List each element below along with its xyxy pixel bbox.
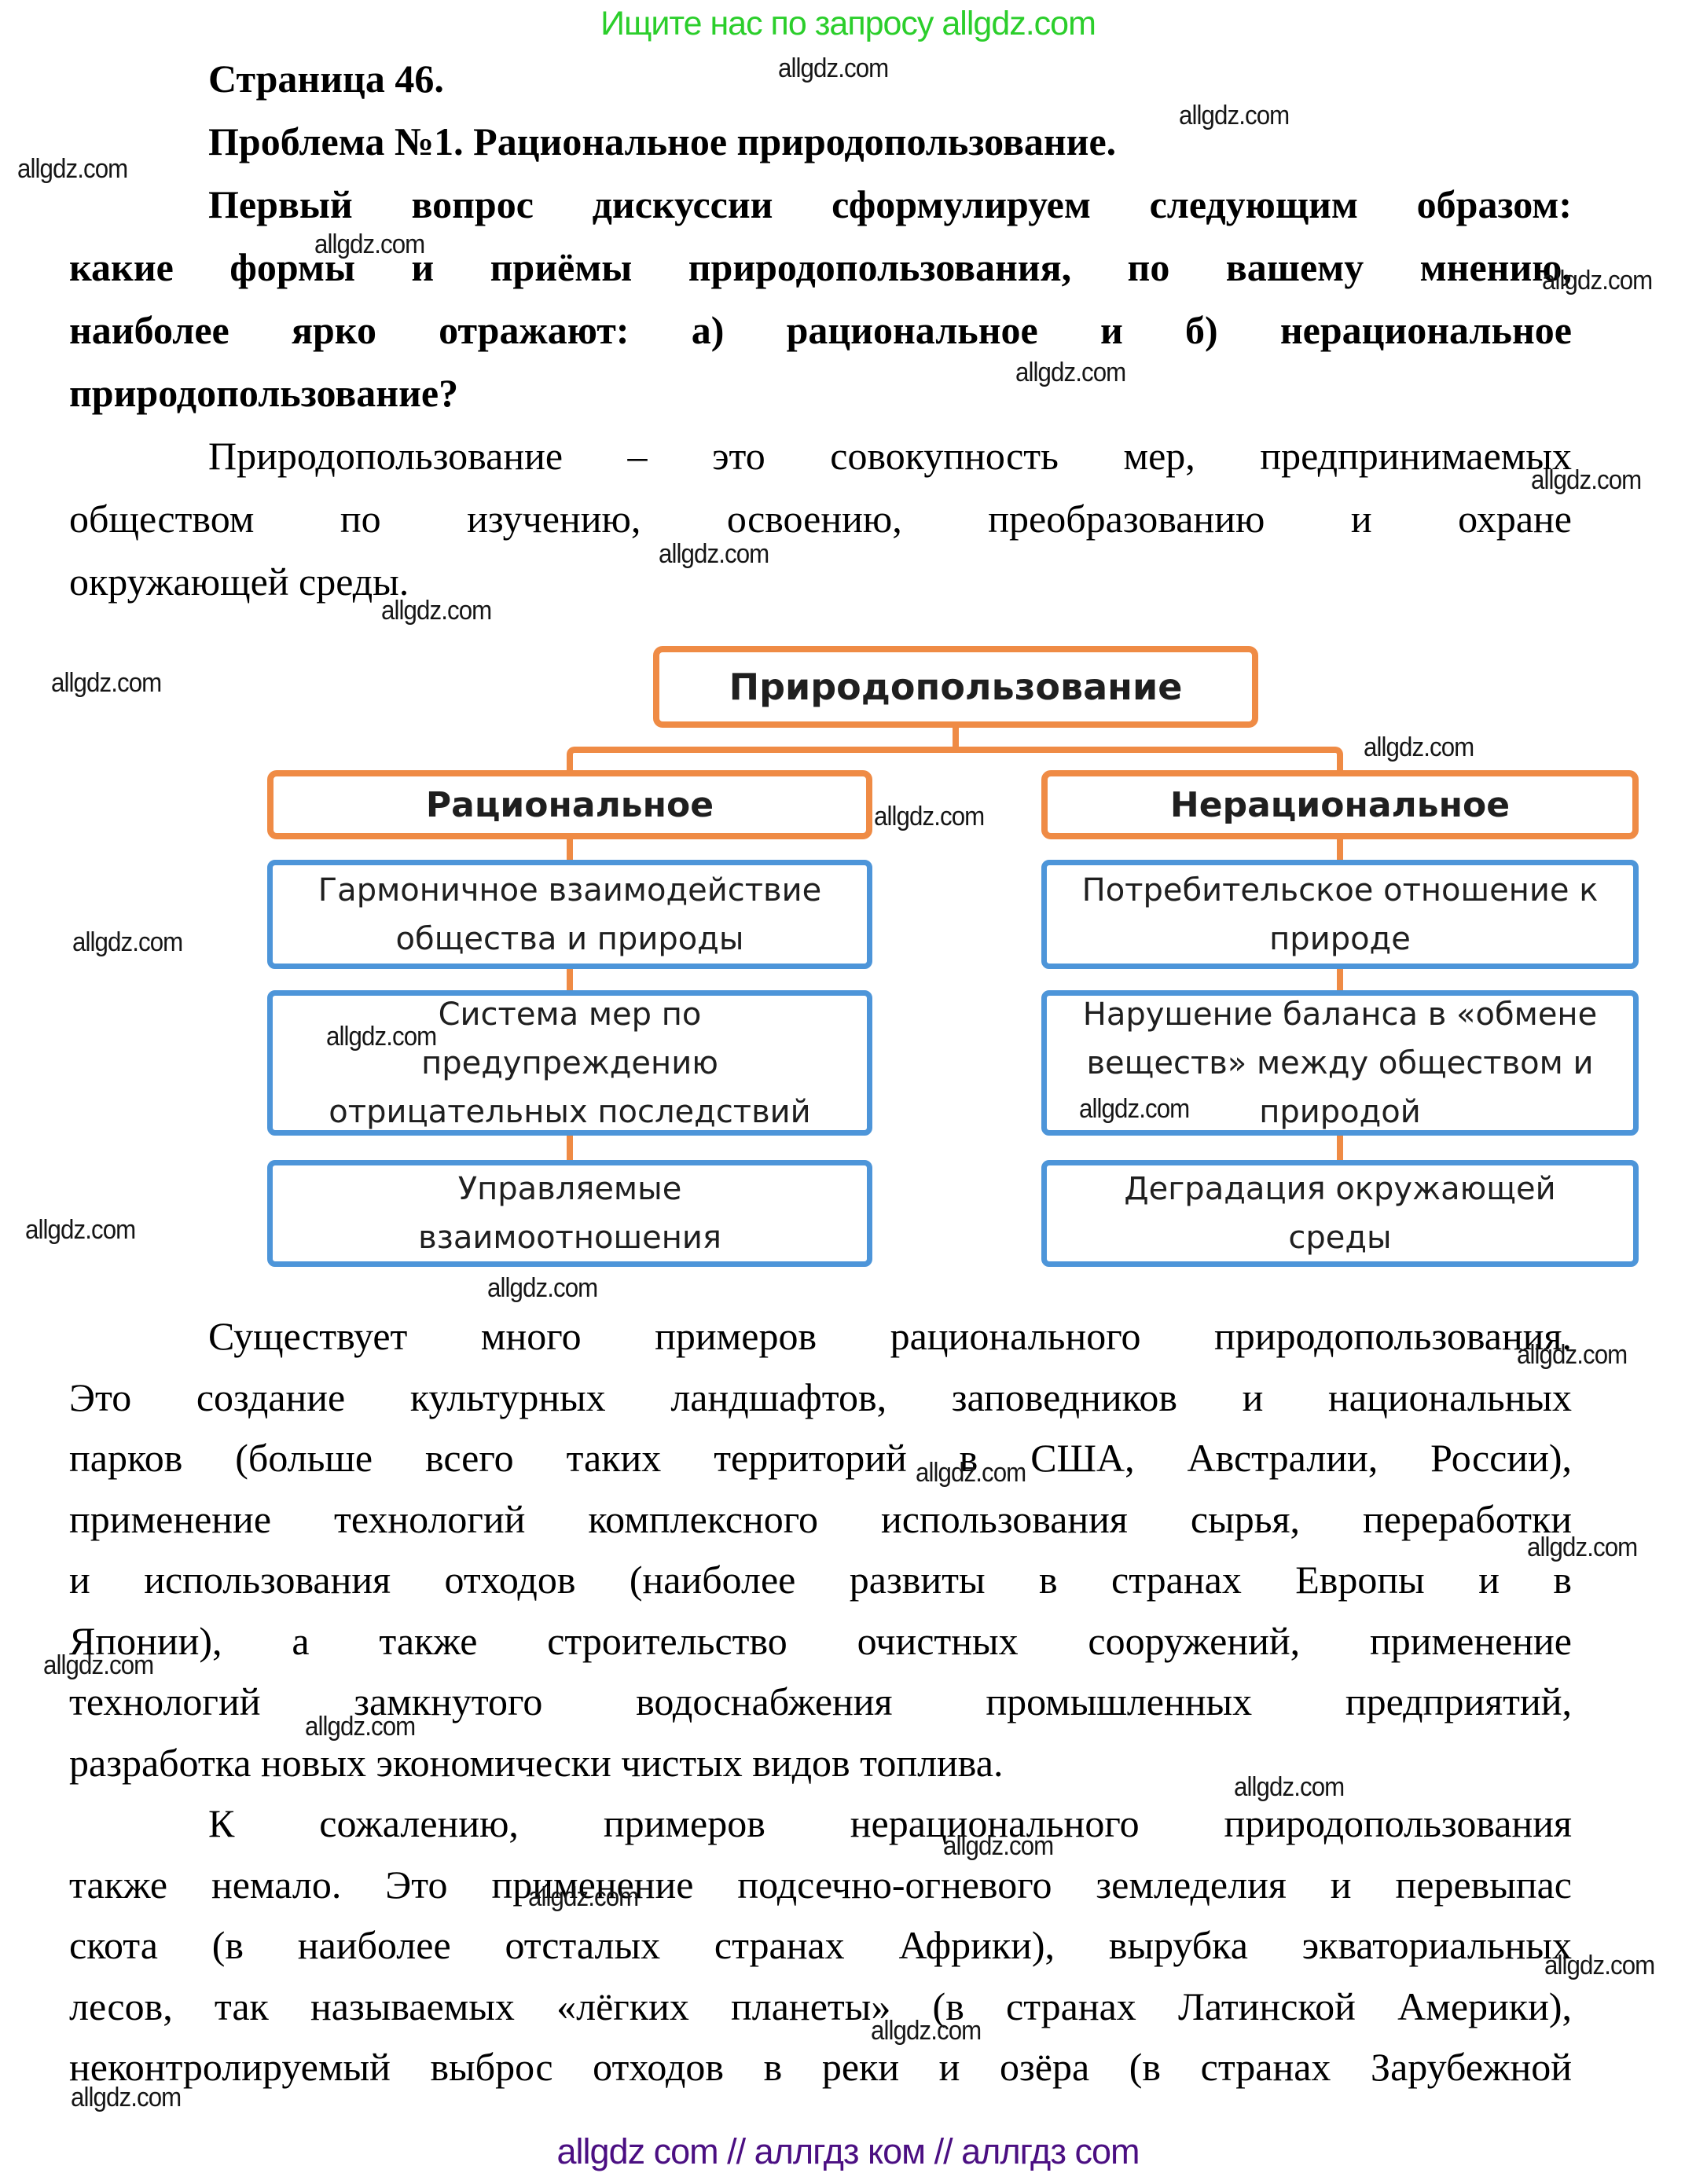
text-line: парков (больше всего таких территорий в …	[69, 1436, 1572, 1480]
watermark: allgdz.com	[1542, 266, 1653, 295]
item-box-rational-2: Система мер по предупреждению отрицатель…	[267, 990, 872, 1136]
watermark: allgdz.com	[1015, 358, 1126, 387]
text-line: К сожалению, примеров нерационального пр…	[208, 1801, 1572, 1845]
watermark: allgdz.com	[871, 2016, 982, 2046]
watermark: allgdz.com	[72, 927, 183, 957]
watermark: allgdz.com	[916, 1458, 1026, 1488]
text-line: лесов, так называемых «лёгких планеты» (…	[69, 1984, 1572, 2028]
branch-box-rational: Рациональное	[267, 770, 872, 839]
connector-left-3	[567, 1134, 573, 1162]
watermark: allgdz.com	[25, 1215, 136, 1245]
text-line: Природопользование – это совокупность ме…	[208, 434, 1572, 478]
text-line: также немало. Это применение подсечно-ог…	[69, 1862, 1572, 1907]
text-line: технологий замкнутого водоснабжения пром…	[69, 1679, 1572, 1723]
promo-banner: Ищите нас по запросу allgdz.com	[600, 5, 1096, 42]
watermark: allgdz.com	[326, 1022, 437, 1052]
text-line: Страница 46.	[208, 57, 444, 101]
text-line: скота (в наиболее отсталых странах Африк…	[69, 1923, 1572, 1967]
watermark: allgdz.com	[659, 539, 769, 569]
watermark: allgdz.com	[1527, 1532, 1638, 1562]
watermark: allgdz.com	[305, 1712, 416, 1742]
text-line: и использования отходов (наиболее развит…	[69, 1558, 1572, 1602]
text-line: природопользование?	[69, 371, 459, 415]
watermark: allgdz.com	[51, 668, 162, 698]
watermark: allgdz.com	[1364, 732, 1474, 762]
watermark: allgdz.com	[17, 154, 128, 184]
text-line: Проблема №1. Рациональное природопользов…	[208, 119, 1117, 163]
text-line: неконтролируемый выброс отходов в реки и…	[69, 2045, 1572, 2089]
watermark: allgdz.com	[1234, 1772, 1345, 1802]
watermark: allgdz.com	[1079, 1094, 1190, 1124]
watermark: allgdz.com	[528, 1882, 639, 1912]
text-line: какие формы и приёмы природопользования,…	[69, 245, 1572, 289]
item-box-irrational-3: Деградация окружающей среды	[1041, 1160, 1639, 1267]
connector-right-1	[1337, 838, 1343, 861]
text-line: разработка новых экономически чистых вид…	[69, 1740, 1004, 1785]
watermark: allgdz.com	[1517, 1340, 1628, 1370]
text-block-bottom: Существует много примеров рационального …	[69, 1306, 1572, 2098]
text-line: обществом по изучению, освоению, преобра…	[69, 497, 1572, 541]
text-block-top: Страница 46. Проблема №1. Рациональное пр…	[69, 47, 1572, 613]
footer-links: allgdz com // аллгдз ком // аллгдз com	[556, 2131, 1140, 2171]
text-line: Это создание культурных ландшафтов, запо…	[69, 1375, 1572, 1419]
diagram-root-box: Природопользование	[653, 646, 1258, 728]
item-box-rational-1: Гармоничное взаимодействие общества и пр…	[267, 860, 872, 969]
connector-root-stub	[953, 725, 959, 748]
item-box-irrational-1: Потребительское отношение к природе	[1041, 860, 1639, 969]
text-line: наиболее ярко отражают: а) рациональное …	[69, 308, 1572, 352]
watermark: allgdz.com	[1179, 101, 1290, 130]
watermark: allgdz.com	[314, 229, 425, 259]
watermark: allgdz.com	[487, 1273, 598, 1303]
text-line: Японии), а также строительство очистных …	[69, 1618, 1572, 1663]
connector-right-2	[1337, 967, 1343, 992]
watermark: allgdz.com	[1531, 465, 1642, 495]
item-box-rational-3: Управляемые взаимоотношения	[267, 1160, 872, 1267]
text-line: Первый вопрос дискуссии сформулируем сле…	[208, 182, 1572, 226]
watermark: allgdz.com	[943, 1831, 1054, 1861]
watermark: allgdz.com	[778, 53, 889, 83]
connector-left-1	[567, 838, 573, 861]
watermark: allgdz.com	[71, 2083, 182, 2112]
text-line: окружающей среды.	[69, 560, 409, 604]
connector-horizontal-bar	[567, 747, 1343, 772]
item-box-irrational-2: Нарушение баланса в «обмене веществ» меж…	[1041, 990, 1639, 1136]
watermark: allgdz.com	[1544, 1951, 1655, 1980]
watermark: allgdz.com	[43, 1650, 154, 1680]
text-line: применение технологий комплексного испол…	[69, 1496, 1572, 1541]
connector-right-3	[1337, 1134, 1343, 1162]
text-line: Существует много примеров рационального …	[208, 1314, 1572, 1358]
branch-box-irrational: Нерациональное	[1041, 770, 1639, 839]
connector-left-2	[567, 967, 573, 992]
watermark: allgdz.com	[874, 802, 985, 831]
watermark: allgdz.com	[381, 596, 492, 626]
